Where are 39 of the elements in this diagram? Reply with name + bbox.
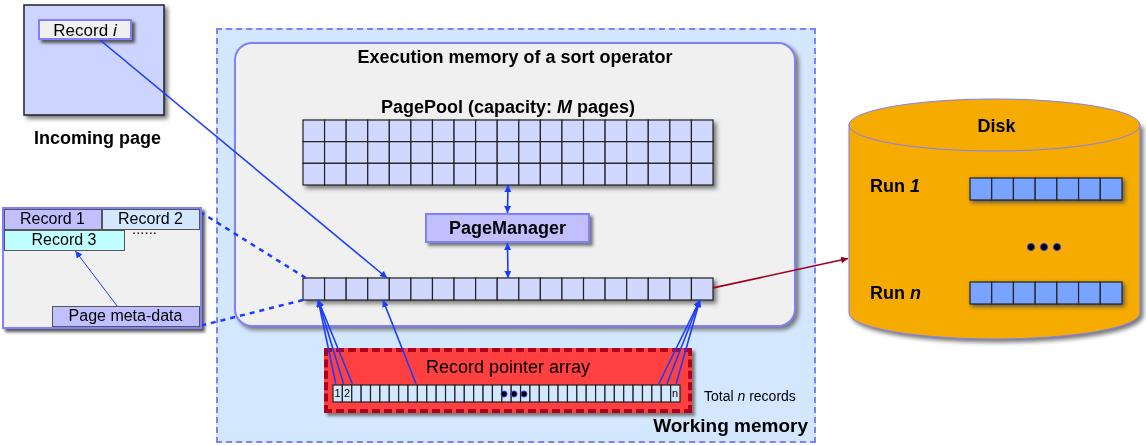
manager-label: PageManager bbox=[447, 218, 567, 239]
record-label: Record 3 bbox=[30, 231, 98, 250]
disk-title: Disk bbox=[976, 116, 1017, 137]
memory-region bbox=[216, 28, 816, 443]
dashed-connector bbox=[201, 212, 307, 280]
arrow bbox=[99, 39, 388, 279]
cell-number: 1 bbox=[333, 387, 342, 400]
record-label: Record i bbox=[52, 21, 118, 41]
page-layout-box bbox=[2, 207, 202, 329]
run-label: Run n bbox=[870, 283, 922, 304]
arrow bbox=[504, 184, 512, 214]
page-caption: Incoming page bbox=[33, 128, 162, 149]
cell-number: 2 bbox=[342, 387, 352, 400]
dashed-connector bbox=[201, 298, 304, 327]
record-box bbox=[4, 230, 125, 251]
pool-title: PagePool (capacity: M pages) bbox=[379, 97, 637, 118]
arrow bbox=[316, 299, 337, 385]
metadata-label: Page meta-data bbox=[67, 307, 184, 326]
record-label: Record 1 bbox=[19, 210, 86, 229]
arrow bbox=[382, 299, 417, 385]
record-box bbox=[4, 209, 102, 230]
arrow bbox=[316, 299, 345, 385]
arrow bbox=[74, 250, 118, 307]
panel-title: Execution memory of a sort operator bbox=[356, 47, 674, 68]
array-title: Record pointer array bbox=[424, 357, 592, 378]
record-box bbox=[38, 19, 132, 40]
arrow bbox=[317, 299, 354, 385]
arrow bbox=[504, 242, 512, 279]
cell-number: n bbox=[670, 387, 680, 400]
operator-panel bbox=[234, 42, 796, 327]
arrow bbox=[666, 299, 701, 385]
metadata-box bbox=[52, 306, 200, 327]
run-label: Run 1 bbox=[870, 176, 921, 197]
arrow bbox=[675, 299, 702, 385]
manager-box bbox=[425, 213, 590, 243]
record-box bbox=[102, 209, 200, 230]
arrow bbox=[712, 256, 849, 289]
region-title: Working memory bbox=[652, 415, 808, 437]
count-note: Total n records bbox=[704, 388, 797, 405]
